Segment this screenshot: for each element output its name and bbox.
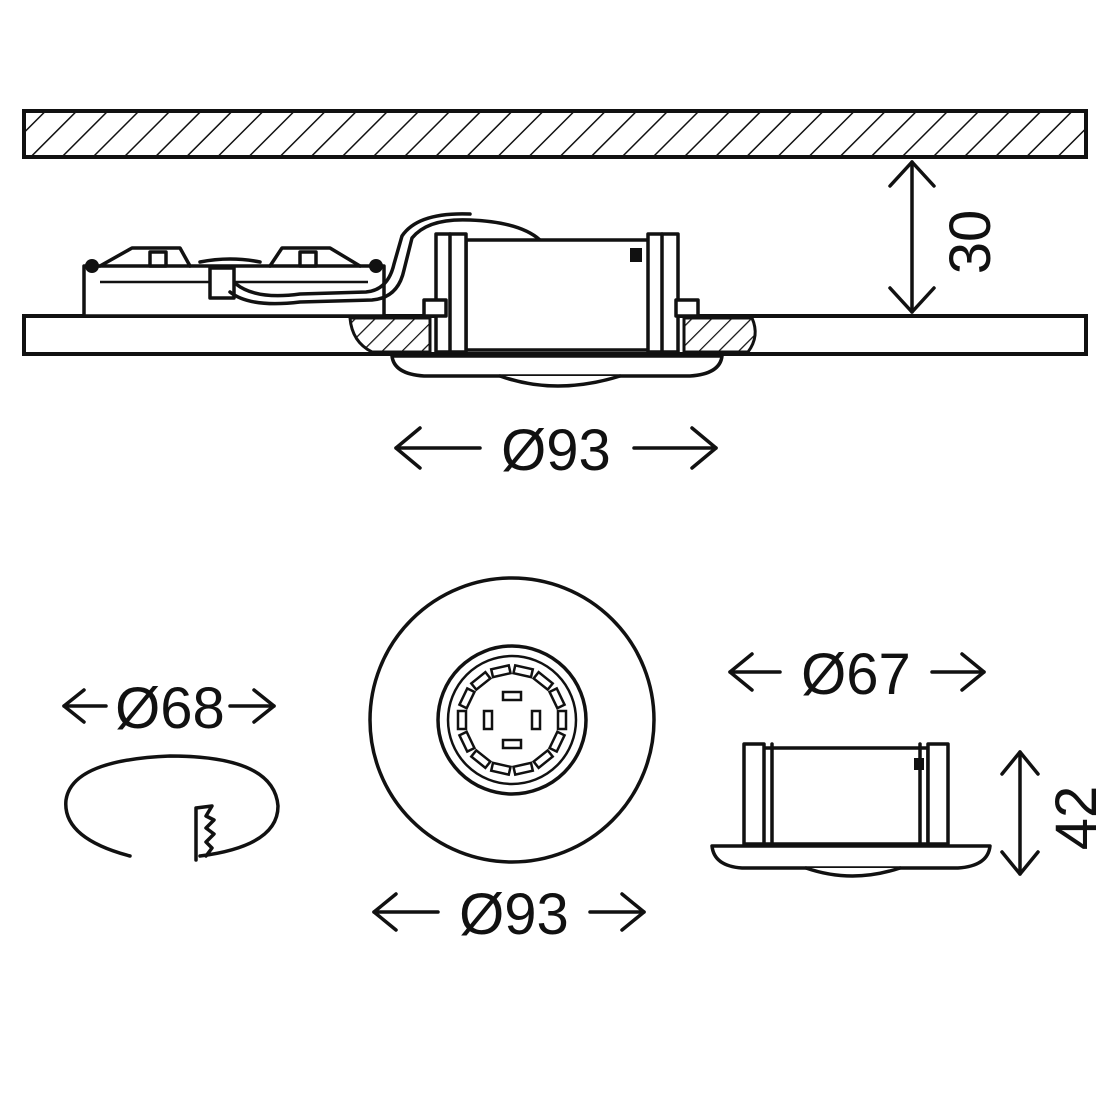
led-chip: [469, 670, 493, 692]
dim-outer-diameter-front: Ø93: [372, 882, 646, 947]
led-chip: [547, 730, 567, 754]
dim-cutout: Ø68: [62, 676, 276, 741]
trim-ring-side: [390, 354, 724, 378]
dim-30-label: 30: [938, 210, 1003, 275]
led-chip: [511, 761, 535, 777]
led-chip: [547, 686, 567, 710]
lens-side: [498, 374, 622, 388]
dim-housing-diameter: Ø67: [728, 642, 986, 707]
led-chip: [457, 686, 477, 710]
dim-93-side-label: Ø93: [501, 418, 611, 483]
led-chip: [501, 690, 523, 702]
led-chip: [489, 663, 513, 679]
dim-67-label: Ø67: [801, 642, 911, 707]
dim-42-label: 42: [1044, 786, 1109, 851]
connection-cable: [228, 218, 542, 306]
led-chip: [456, 709, 468, 731]
cutout-outline: [64, 754, 280, 858]
ceiling-slab: [22, 109, 1088, 159]
dim-housing-height: 42: [1000, 750, 1109, 876]
led-chip: [531, 748, 555, 770]
dim-install-depth: 30: [888, 160, 1003, 314]
led-chip: [457, 730, 477, 754]
led-module-inner: [446, 654, 578, 786]
led-chip: [531, 670, 555, 692]
housing-body: [710, 742, 992, 878]
dim-outer-diameter-side: Ø93: [394, 418, 718, 483]
led-chip: [511, 663, 535, 679]
side-section-view: 30 Ø93: [22, 109, 1088, 483]
led-chip: [556, 709, 568, 731]
led-chip: [501, 738, 523, 750]
led-chip: [530, 709, 542, 731]
housing-view: Ø67 42: [710, 642, 1109, 878]
front-view: Ø93: [368, 576, 656, 947]
led-chips: [456, 663, 568, 777]
dim-93-front-label: Ø93: [459, 882, 569, 947]
driver-box: [82, 246, 386, 318]
led-chip: [469, 748, 493, 770]
fixture-housing-side: [422, 232, 700, 354]
saw-blade-icon: [194, 804, 216, 862]
led-chip: [482, 709, 494, 731]
panel-cut-section: [348, 316, 432, 354]
cutout-view: Ø68: [62, 676, 280, 862]
dim-68-label: Ø68: [115, 676, 225, 741]
led-chip: [489, 761, 513, 777]
